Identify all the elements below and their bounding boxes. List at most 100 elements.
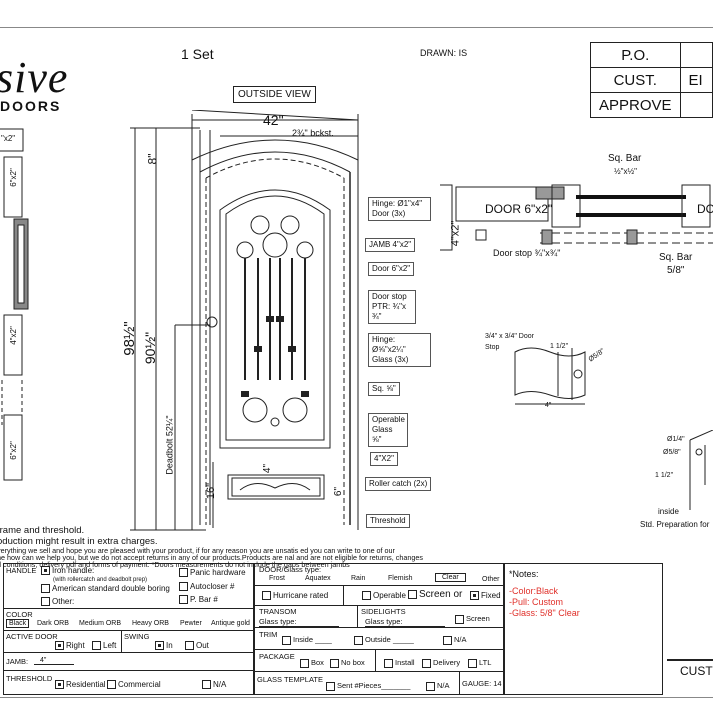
color-option-black[interactable]: Black (6, 619, 30, 628)
door-stop-width: 4" (545, 402, 552, 409)
active-door-left-checkbox[interactable] (92, 641, 101, 651)
package-install-checkbox[interactable] (384, 658, 393, 668)
glass-template-na-label: N/A (437, 681, 450, 690)
transom-glass-type[interactable]: Glass type: (259, 617, 339, 627)
callout-hinge-glass: Hinge: Ø⅝"x2¼" Glass (3x) (368, 333, 431, 367)
hurricane-rated-label: Hurricane rated (273, 591, 329, 600)
section-view-drawing (440, 184, 713, 251)
swing-in-label: In (166, 641, 173, 650)
glass-option-frost[interactable]: Frost (269, 575, 285, 582)
note-item: -Color:Black (509, 586, 559, 596)
color-option-dark-orb[interactable]: Dark ORB (37, 620, 69, 627)
glass-template-sent-checkbox[interactable] (326, 681, 335, 691)
transom-sidelights-section: TRANSOM Glass type: SIDELIGHTS Glass typ… (255, 606, 503, 628)
color-title: COLOR (6, 610, 33, 619)
active-door-title: ACTIVE DOOR (6, 632, 58, 641)
sq-bar-bottom-label: Sq. Bar (659, 252, 693, 263)
package-title: PACKAGE (259, 652, 295, 661)
american-standard-checkbox[interactable] (41, 584, 50, 594)
threshold-commercial-checkbox[interactable] (107, 680, 116, 690)
threshold-section: THRESHOLD Residential Commercial N/A (4, 671, 253, 694)
prep-d1: Ø1/4" (667, 436, 685, 443)
callout-rail: 4"X2" (370, 452, 398, 466)
package-delivery-label: Delivery (433, 658, 461, 667)
color-option-pewter[interactable]: Pewter (180, 620, 202, 627)
jamb-section: JAMB: 4" (4, 653, 253, 671)
glass-option-aquatex[interactable]: Aquatex (305, 575, 331, 582)
trim-title: TRIM (259, 630, 278, 639)
top-border (0, 27, 713, 28)
info-value[interactable]: EI (679, 67, 713, 93)
section-door-label: DOOR 6"x2" (485, 202, 553, 216)
hurricane-rated-checkbox[interactable] (262, 591, 271, 601)
trim-outside-label: Outside (365, 635, 391, 644)
operable-checkbox[interactable] (362, 591, 371, 601)
threshold-residential-checkbox[interactable] (55, 680, 64, 690)
autocloser-checkbox[interactable] (179, 582, 188, 592)
p-bar-checkbox[interactable] (179, 595, 188, 605)
arch-rise-dimension: 8" (145, 153, 160, 165)
signature-line (667, 659, 713, 661)
company-logo: sive (0, 53, 69, 102)
info-label: APPROVE (590, 92, 681, 118)
glass-option-flemish[interactable]: Flemish (388, 575, 413, 582)
info-label: CUST. (590, 67, 681, 93)
swing-out-checkbox[interactable] (185, 641, 194, 651)
sidelights-glass-type[interactable]: Glass type: (365, 617, 445, 627)
jamb-value[interactable]: 4" (34, 657, 74, 665)
bottom-border (0, 697, 713, 698)
info-table: P.O. CUST.EI APPROVE (590, 42, 713, 118)
color-option-medium-orb[interactable]: Medium ORB (79, 620, 122, 627)
p-bar-label: P. Bar # (190, 595, 218, 604)
fixed-checkbox[interactable] (470, 591, 479, 601)
section-door-label-right: DO (697, 202, 713, 216)
callout-door-stop: Door stop PTR: ¾"x ¾" (368, 290, 416, 324)
glass-option-other[interactable]: Other (482, 576, 500, 583)
glass-option-rain[interactable]: Rain (351, 575, 366, 582)
glass-option-clear[interactable]: Clear (435, 573, 466, 582)
glass-template-na-checkbox[interactable] (426, 681, 435, 691)
color-option-heavy-orb[interactable]: Heavy ORB (132, 620, 169, 627)
active-door-left-label: Left (103, 641, 117, 650)
iron-handle-note: (with rollercatch and deadbolt prep) (53, 577, 148, 583)
trim-na-checkbox[interactable] (443, 635, 452, 645)
panic-hardware-checkbox[interactable] (179, 568, 188, 578)
threshold-na-checkbox[interactable] (202, 680, 211, 690)
package-nobox-checkbox[interactable] (330, 658, 339, 668)
package-box-checkbox[interactable] (300, 658, 309, 668)
info-label: P.O. (590, 42, 681, 68)
screen-or-checkbox[interactable] (408, 589, 417, 599)
package-section: PACKAGE Box No box Install Delivery LTL (255, 650, 503, 672)
other-handle-label: Other: (52, 597, 75, 606)
trim-outside-checkbox[interactable] (354, 635, 363, 645)
iron-handle-checkbox[interactable] (41, 566, 50, 576)
customer-signature-label: CUST (680, 664, 713, 678)
transom-title: TRANSOM (259, 607, 297, 616)
sidelights-title: SIDELIGHTS (361, 607, 406, 616)
trim-na-label: N/A (454, 635, 467, 644)
color-option-antique-gold[interactable]: Antique gold (211, 620, 250, 627)
package-nobox-label: No box (341, 658, 365, 667)
info-value[interactable] (679, 42, 713, 68)
callout-sq-bar: Sq. ⅝" (368, 382, 400, 396)
glass-options-section: Hurricane rated Operable Screen or Fixed (255, 586, 503, 606)
callout-roller-catch: Roller catch (2x) (365, 477, 432, 491)
sidelights-screen-checkbox[interactable] (455, 614, 464, 624)
info-value[interactable] (679, 92, 713, 118)
prep-caption: Std. Preparation for (640, 520, 710, 529)
swing-in-checkbox[interactable] (155, 641, 164, 651)
panic-hardware-label: Panic hardware (190, 568, 246, 577)
sq-bar-top-size: ½"x½" (614, 167, 638, 176)
color-section: COLOR Black Dark ORB Medium ORB Heavy OR… (4, 609, 253, 631)
active-door-section: ACTIVE DOOR Right Left SWING In Out (4, 631, 253, 653)
door-stop-detail-drawing (514, 347, 586, 405)
package-delivery-checkbox[interactable] (422, 658, 431, 668)
kick-height-dimension: 6" (333, 486, 345, 497)
other-handle-checkbox[interactable] (41, 597, 50, 607)
package-ltl-checkbox[interactable] (468, 658, 477, 668)
autocloser-label: Autocloser # (190, 582, 235, 591)
sq-bar-bottom-size: 5/8" (667, 265, 685, 276)
active-door-right-checkbox[interactable] (55, 641, 64, 651)
trim-inside-checkbox[interactable] (282, 635, 291, 645)
disclaimer-line-1: frame and threshold. (0, 525, 85, 536)
